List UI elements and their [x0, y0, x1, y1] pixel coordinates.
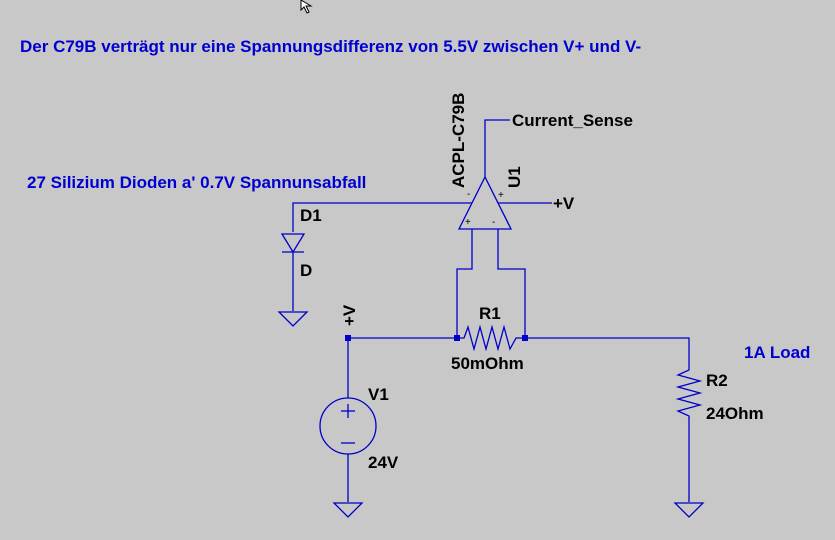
u1-supply-minus-mark: -: [467, 189, 470, 200]
v1-voltage-source[interactable]: [319, 397, 377, 455]
junction-node-r1-left: [454, 335, 460, 341]
r2-resistor[interactable]: [675, 366, 703, 420]
d1-ground-symbol: [277, 311, 309, 327]
d1-anode-wire[interactable]: [292, 202, 472, 232]
v1-ref-label: V1: [368, 385, 389, 404]
title-annotation: Der C79B verträgt nur eine Spannungsdiff…: [20, 37, 641, 56]
r2-ground-symbol: [673, 502, 705, 518]
d1-model-label: D: [300, 261, 312, 280]
d1-diode-triangle: [280, 233, 306, 254]
v1-ground-symbol: [332, 502, 364, 518]
u1-ref-label: U1: [505, 166, 524, 188]
u1-supply-plus-mark: +: [498, 190, 504, 201]
r2-ref-label: R2: [706, 371, 728, 390]
d1-ref-label: D1: [300, 206, 322, 225]
v1-value-label: 24V: [368, 453, 399, 472]
junction-node-r1-right: [522, 335, 528, 341]
v1-net-label: +V: [340, 304, 359, 326]
u1-in-plus-mark: +: [465, 217, 471, 228]
u1-model-label: ACPL-C79B: [449, 93, 468, 188]
u1-in-plus-wire[interactable]: [456, 229, 473, 338]
junction-node-v1: [345, 335, 351, 341]
diodes-annotation: 27 Silizium Dioden a' 0.7V Spannunsabfal…: [27, 173, 366, 192]
mouse-pointer-icon: [300, 0, 313, 14]
load-annotation: 1A Load: [744, 343, 810, 362]
current-sense-wire[interactable]: [484, 119, 510, 177]
r1-ref-label: R1: [479, 304, 501, 323]
u1-supply-net-label: +V: [553, 194, 575, 213]
r2-value-label: 24Ohm: [706, 404, 764, 423]
r1-resistor[interactable]: [457, 324, 525, 352]
current-sense-net-label: Current_Sense: [512, 111, 633, 130]
u1-in-minus-mark: -: [492, 217, 495, 228]
r1-value-label: 50mOhm: [451, 354, 524, 373]
u1-in-minus-wire[interactable]: [497, 229, 526, 338]
r1-to-r2-wire[interactable]: [525, 337, 690, 366]
d1-diode[interactable]: [280, 233, 306, 254]
